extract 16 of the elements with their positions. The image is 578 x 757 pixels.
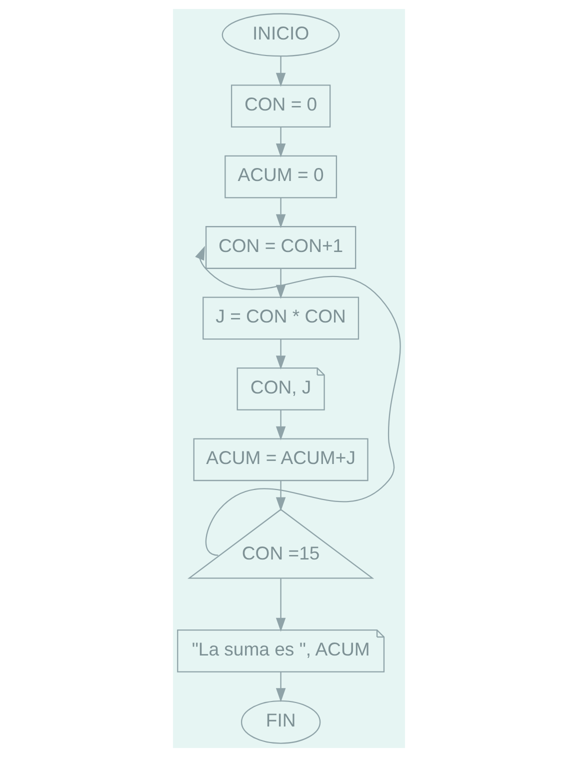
arrow <box>276 410 286 440</box>
node-ellipse: FIN <box>240 700 321 744</box>
node-box: CON = CON+1 <box>205 226 356 269</box>
node-box: J = CON * CON <box>202 296 360 340</box>
arrow <box>276 339 286 370</box>
arrow <box>276 672 286 702</box>
arrow <box>276 578 286 632</box>
arrow <box>276 198 286 228</box>
arrow <box>276 127 286 158</box>
node-box: CON = 0 <box>230 84 331 128</box>
node-ellipse: INICIO <box>222 13 340 57</box>
arrow <box>276 56 286 87</box>
node-box: ACUM = ACUM+J <box>193 438 368 482</box>
arrow <box>276 480 286 512</box>
arrow <box>195 246 401 556</box>
node-box: ACUM = 0 <box>224 155 338 198</box>
